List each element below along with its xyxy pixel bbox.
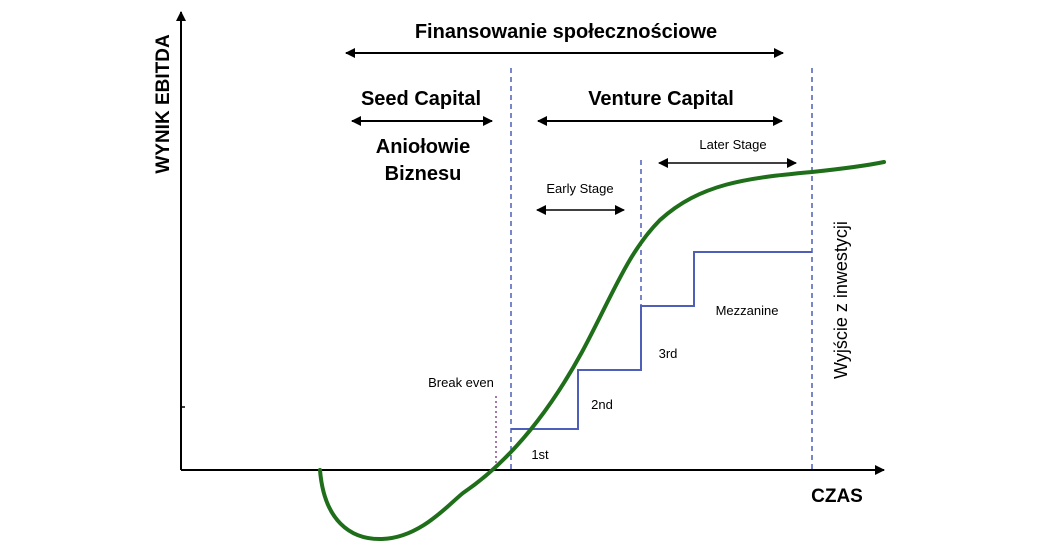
y-axis-label: WYNIK EBITDA [153,34,174,174]
seed-capital-label: Seed Capital [361,88,481,110]
angels-label-line2: Biznesu [385,163,462,185]
break-even-label: Break even [428,375,494,390]
round-1st-label: 1st [531,447,549,462]
round-2nd-label: 2nd [591,397,613,412]
round-3rd-label: 3rd [659,346,678,361]
ebitda-curve [318,160,886,542]
early-stage-label: Early Stage [546,181,613,196]
funding-rounds-steps [511,251,812,430]
crowdfunding-label: Finansowanie społecznościowe [415,21,717,43]
angels-label-line1: Aniołowie [376,136,470,158]
mezzanine-label: Mezzanine [716,303,779,318]
exit-label: Wyjście z inwestycji [831,221,851,379]
x-axis-label: CZAS [811,486,863,507]
later-stage-label: Later Stage [699,137,766,152]
venture-capital-label: Venture Capital [588,88,734,110]
